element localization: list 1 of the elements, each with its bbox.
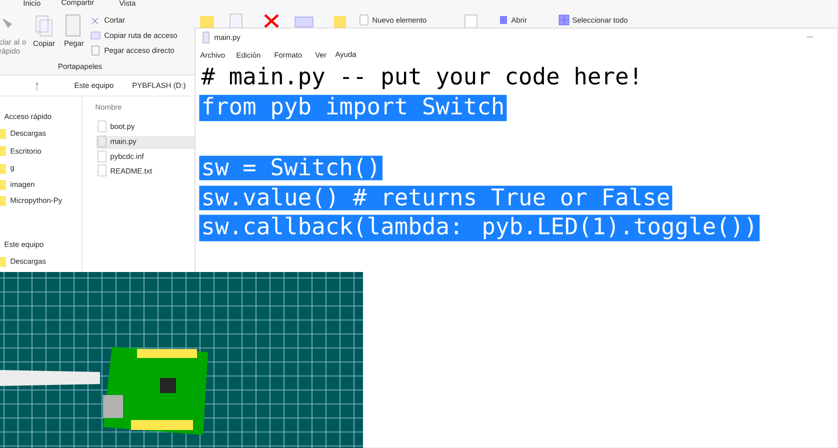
code-line: # main.py -- put your code here!	[201, 66, 637, 90]
